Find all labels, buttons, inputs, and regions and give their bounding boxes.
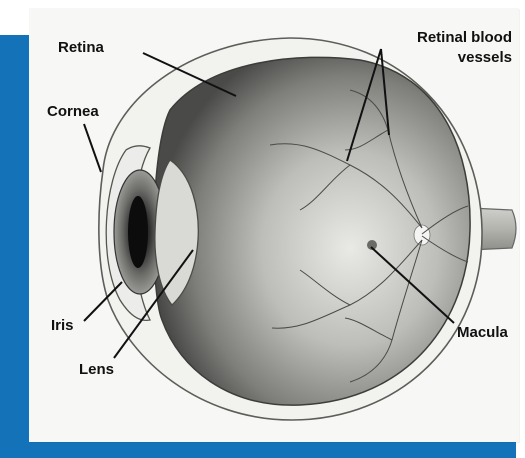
label-retinal-vessels-line2: vessels: [458, 49, 512, 66]
cornea-pointer: [84, 124, 101, 172]
label-iris: Iris: [51, 317, 74, 334]
label-retina: Retina: [58, 39, 105, 56]
pupil: [128, 196, 148, 268]
label-lens: Lens: [79, 361, 114, 378]
label-cornea: Cornea: [47, 103, 99, 120]
label-retinal-vessels-line1: Retinal blood: [417, 29, 512, 46]
label-macula: Macula: [457, 324, 509, 341]
